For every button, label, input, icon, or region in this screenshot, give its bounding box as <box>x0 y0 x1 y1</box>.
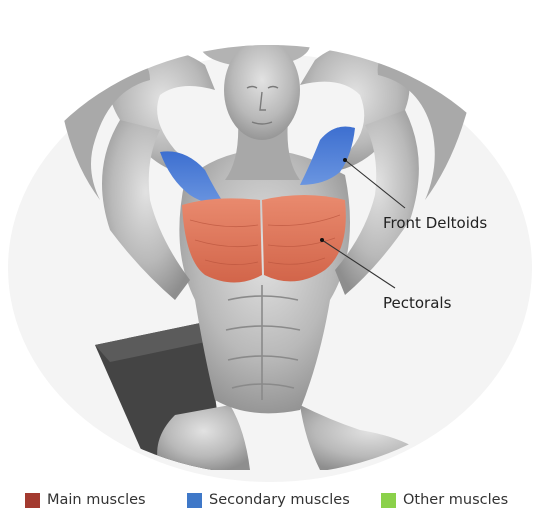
front-deltoids-label: Front Deltoids <box>383 214 488 232</box>
legend-label-secondary: Secondary muscles <box>209 492 350 508</box>
legend-item-main: Main muscles <box>25 490 146 510</box>
legend-item-secondary: Secondary muscles <box>187 490 350 510</box>
front-deltoid-left <box>160 151 225 205</box>
front-deltoid-right <box>300 126 355 185</box>
pectoral-leader-line <box>321 239 396 289</box>
legend-swatch-main <box>25 492 40 508</box>
right-lat <box>335 110 419 295</box>
deltoid-leader-line <box>344 159 406 209</box>
deltoid-leader-dot <box>343 158 347 162</box>
legend-item-other: Other muscles <box>381 490 508 510</box>
head <box>224 45 300 140</box>
left-lat <box>102 120 190 300</box>
legend-label-other: Other muscles <box>403 492 509 508</box>
legend-swatch-secondary <box>187 492 202 508</box>
pectoral-left <box>182 198 262 283</box>
legend: Main muscles Secondary muscles Other mus… <box>0 486 540 514</box>
pectoral-fibers <box>189 214 341 265</box>
neck <box>225 120 300 180</box>
legend-label-main: Main muscles <box>47 492 146 508</box>
abdominals <box>225 285 301 400</box>
pectorals-label: Pectorals <box>383 294 452 312</box>
legend-swatch-other <box>381 492 396 508</box>
bench-top <box>95 322 215 362</box>
pectoral-leader-dot <box>320 238 324 242</box>
left-thigh <box>157 405 250 470</box>
face-features <box>246 85 279 125</box>
pectoral-right <box>262 195 346 282</box>
